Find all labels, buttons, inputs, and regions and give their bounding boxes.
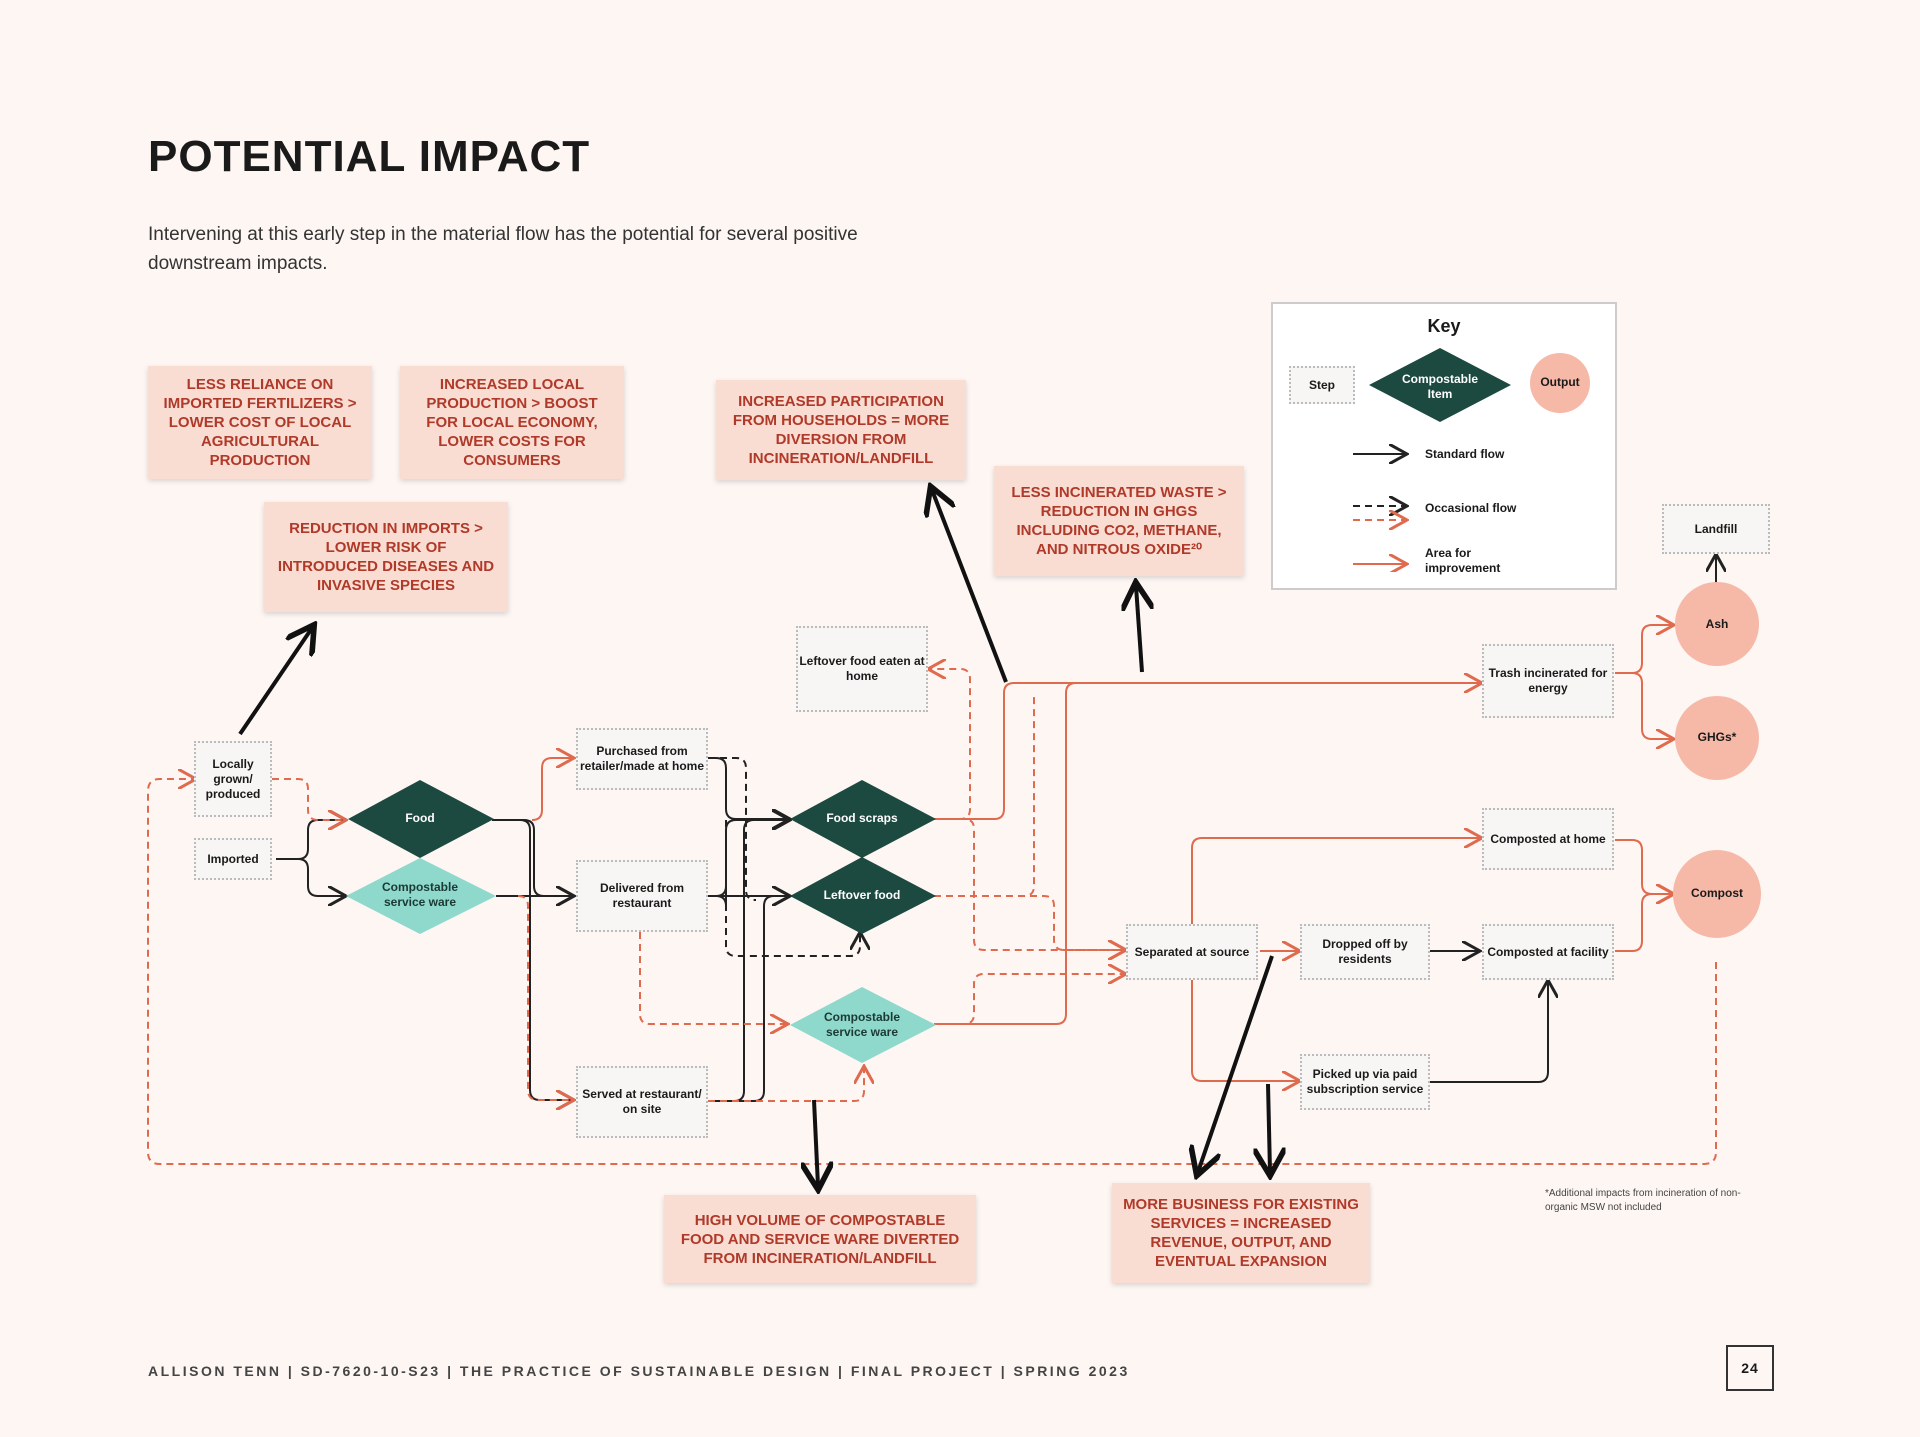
impact-volume: HIGH VOLUME OF COMPOSTABLE FOOD AND SERV… (664, 1195, 976, 1283)
key-legend: Key Step Compostable Item Output Standar… (1271, 302, 1617, 590)
label-compostable-ware: Compostable service ware (381, 880, 458, 909)
label-ash: Ash (1705, 617, 1729, 631)
food-scraps-diamond (790, 780, 936, 858)
compostable-ware-diamond (346, 858, 496, 934)
footnote: *Additional impacts from incineration of… (1545, 1188, 1741, 1213)
key-improvement-label: Area for improvement (1425, 546, 1501, 575)
node-picked: Picked up via paid subscription service (1300, 1054, 1430, 1110)
label-compost: Compost (1691, 886, 1743, 900)
key-occasional-label: Occasional flow (1425, 501, 1517, 515)
label-food-scraps: Food scraps (826, 811, 898, 825)
impact-incineration: LESS INCINERATED WASTE > REDUCTION IN GH… (994, 466, 1244, 576)
node-trash: Trash incinerated for energy (1482, 644, 1614, 718)
key-standard-label: Standard flow (1425, 447, 1505, 461)
node-separated: Separated at source (1126, 924, 1258, 980)
node-delivered: Delivered from restaurant (576, 860, 708, 932)
food-diamond (348, 780, 494, 858)
leftover-food-diamond (790, 857, 936, 934)
impact-business: MORE BUSINESS FOR EXISTING SERVICES = IN… (1112, 1183, 1370, 1283)
node-purchased: Purchased from retailer/made at home (576, 728, 708, 790)
node-dropped: Dropped off by residents (1300, 924, 1430, 980)
key-output-label: Output (1540, 375, 1580, 389)
key-step: Step (1289, 366, 1355, 404)
label-ghgs: GHGs* (1697, 730, 1737, 744)
label-leftover-food: Leftover food (823, 888, 901, 902)
key-title: Key (1427, 316, 1461, 336)
page-number: 24 (1726, 1345, 1774, 1391)
node-imported: Imported (194, 838, 272, 880)
compostable-ware2-diamond (790, 987, 936, 1063)
key-item-diamond (1369, 348, 1511, 422)
intro-text: Intervening at this early step in the ma… (148, 224, 858, 274)
impact-participation: INCREASED PARTICIPATION FROM HOUSEHOLDS … (716, 380, 966, 480)
key-output-circle (1530, 353, 1590, 413)
compost-circle (1673, 850, 1761, 938)
label-compostable-ware2: Compostable service ware (823, 1010, 900, 1039)
impact-local-production: INCREASED LOCAL PRODUCTION > BOOST FOR L… (400, 366, 624, 479)
key-line-samples (1353, 442, 1411, 572)
label-food: Food (405, 811, 435, 825)
node-locally-grown: Locally grown/ produced (194, 741, 272, 817)
node-composted-facility: Composted at facility (1482, 924, 1614, 980)
node-landfill: Landfill (1662, 504, 1770, 554)
impact-fertilizers: LESS RELIANCE ON IMPORTED FERTILIZERS > … (148, 366, 372, 479)
ash-circle (1675, 582, 1759, 666)
ghgs-circle (1675, 696, 1759, 780)
node-leftover-home: Leftover food eaten at home (796, 626, 928, 712)
node-composted-home: Composted at home (1482, 808, 1614, 870)
impact-imports: REDUCTION IN IMPORTS > LOWER RISK OF INT… (264, 502, 508, 612)
key-item-label: Compostable Item (1401, 372, 1478, 401)
node-served: Served at restaurant/ on site (576, 1066, 708, 1138)
page-title: POTENTIAL IMPACT (148, 132, 591, 181)
page-footer: ALLISON TENN | SD-7620-10-S23 | THE PRAC… (148, 1363, 1130, 1379)
